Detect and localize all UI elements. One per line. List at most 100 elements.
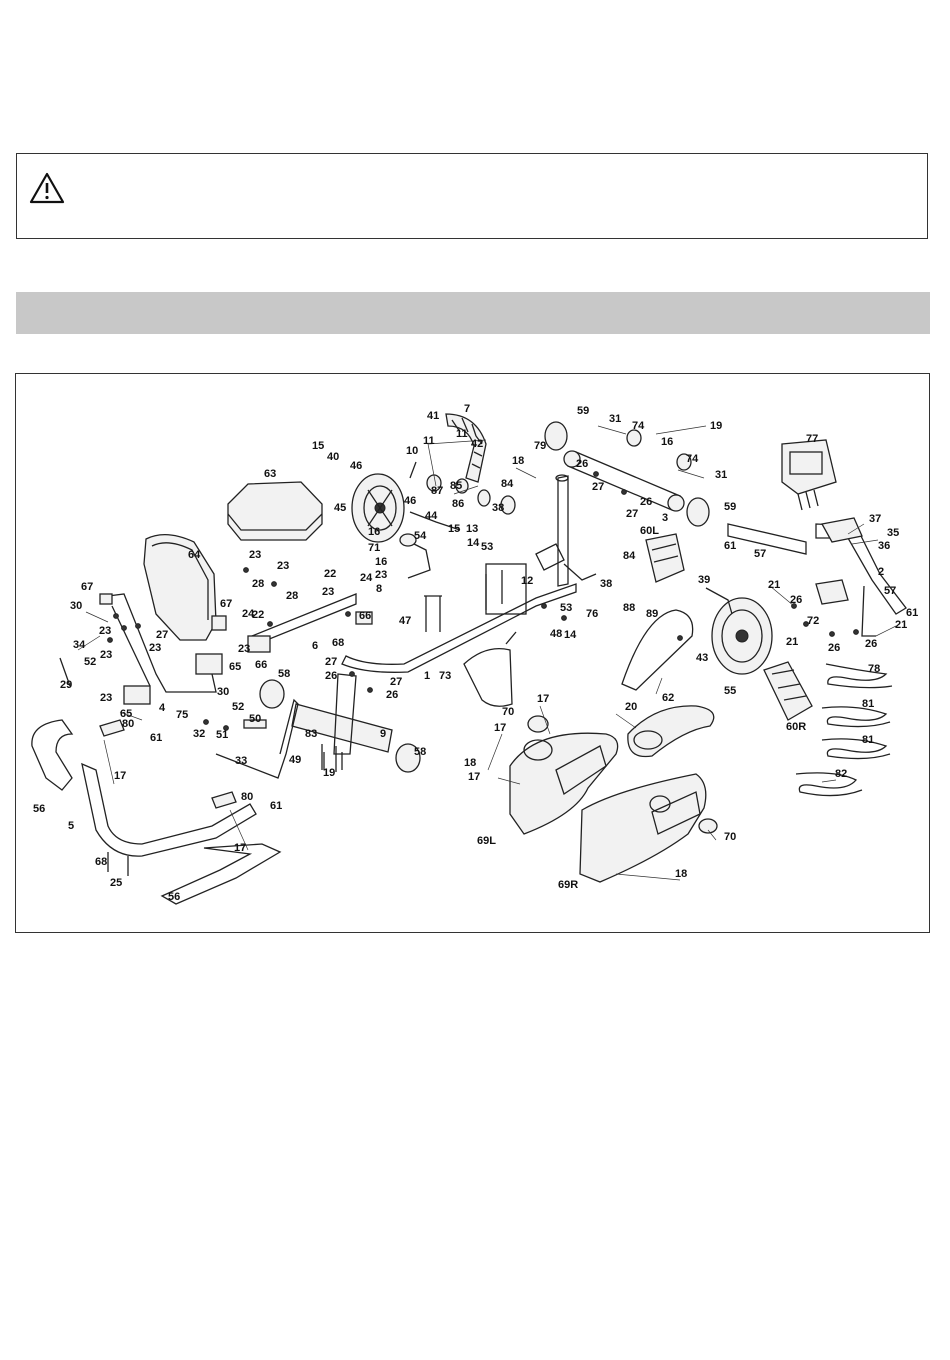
- part-callout-4: 4: [159, 702, 166, 714]
- part-callout-86: 86: [452, 498, 464, 510]
- part-callout-58: 58: [278, 668, 290, 680]
- part-callout-88: 88: [623, 602, 635, 614]
- washer-70: [698, 818, 718, 834]
- part-callout-34: 34: [73, 639, 86, 651]
- part-callout-57: 57: [884, 585, 896, 597]
- front-handlebar: [727, 517, 907, 637]
- part-callout-35: 35: [887, 527, 899, 539]
- part-callout-16: 16: [661, 436, 673, 448]
- part-callout-29: 29: [60, 679, 72, 691]
- part-callout-55: 55: [724, 685, 736, 697]
- part-callout-28: 28: [286, 590, 298, 602]
- part-callout-51: 51: [216, 729, 228, 741]
- part-callout-26: 26: [790, 594, 802, 606]
- seat-adjust-lever: [215, 698, 299, 779]
- part-callout-13: 13: [466, 523, 478, 535]
- part-callout-23: 23: [99, 625, 111, 637]
- drive-belt: [621, 609, 694, 691]
- part-callout-71: 71: [368, 542, 380, 554]
- part-callout-61: 61: [270, 800, 282, 812]
- part-callout-10: 10: [406, 445, 418, 457]
- part-callout-14: 14: [564, 629, 577, 641]
- rear-seat-frame: [99, 593, 227, 705]
- part-callout-23: 23: [375, 569, 387, 581]
- part-callout-23: 23: [238, 643, 250, 655]
- part-callout-52: 52: [84, 656, 96, 668]
- part-callout-49: 49: [289, 754, 301, 766]
- part-callout-6: 6: [312, 640, 318, 652]
- part-callout-26: 26: [325, 670, 337, 682]
- part-callout-74: 74: [686, 453, 699, 465]
- part-callout-18: 18: [675, 868, 687, 880]
- part-callout-20: 20: [625, 701, 637, 713]
- part-callout-56: 56: [168, 891, 180, 903]
- part-callout-32: 32: [193, 728, 205, 740]
- part-callout-30: 30: [70, 600, 82, 612]
- part-callout-26: 26: [828, 642, 840, 654]
- part-callout-24: 24: [360, 572, 373, 584]
- part-callout-60R: 60R: [786, 721, 806, 733]
- part-callout-38: 38: [492, 502, 504, 514]
- part-callout-26: 26: [576, 458, 588, 470]
- seat-cushion: [227, 481, 323, 541]
- part-callout-27: 27: [592, 481, 604, 493]
- main-frame: [341, 474, 597, 673]
- part-callout-47: 47: [399, 615, 411, 627]
- part-callout-18: 18: [512, 455, 524, 467]
- part-callout-81: 81: [862, 698, 874, 710]
- part-callout-89: 89: [646, 608, 658, 620]
- part-callout-43: 43: [696, 652, 708, 664]
- part-callout-8: 8: [376, 583, 382, 595]
- part-callout-75: 75: [176, 709, 188, 721]
- part-callout-24: 24: [242, 608, 255, 620]
- part-callout-57: 57: [754, 548, 766, 560]
- part-callout-5: 5: [68, 820, 74, 832]
- part-callout-15: 15: [448, 523, 460, 535]
- part-callout-68: 68: [95, 856, 107, 868]
- part-callout-84: 84: [501, 478, 514, 490]
- part-callout-37: 37: [869, 513, 881, 525]
- part-callout-27: 27: [626, 508, 638, 520]
- part-callout-23: 23: [322, 586, 334, 598]
- part-callout-74: 74: [632, 420, 645, 432]
- part-callout-53: 53: [560, 602, 572, 614]
- backrest: [143, 534, 217, 641]
- part-callout-21: 21: [895, 619, 907, 631]
- part-callout-67: 67: [220, 598, 232, 610]
- tension-cable: [463, 631, 517, 707]
- part-callout-14: 14: [467, 537, 480, 549]
- part-callout-85: 85: [450, 480, 462, 492]
- part-callout-87: 87: [431, 485, 443, 497]
- washer-70-left: [527, 715, 549, 733]
- part-callout-73: 73: [439, 670, 451, 682]
- part-callout-23: 23: [277, 560, 289, 572]
- part-callout-15: 15: [312, 440, 324, 452]
- part-callout-7: 7: [464, 403, 470, 415]
- part-callout-27: 27: [325, 656, 337, 668]
- part-callout-2: 2: [878, 566, 884, 578]
- part-callout-11: 11: [423, 435, 435, 447]
- part-callout-70: 70: [724, 831, 736, 843]
- leader-lines: [77, 425, 897, 881]
- part-callout-61: 61: [906, 607, 918, 619]
- seat-slider-tube: [247, 593, 373, 653]
- fastener-bolts: [59, 461, 859, 876]
- console: [781, 439, 837, 511]
- part-callout-80: 80: [241, 791, 253, 803]
- part-callout-82: 82: [835, 768, 847, 780]
- part-callout-31: 31: [715, 469, 727, 481]
- part-callout-64: 64: [188, 549, 201, 561]
- part-callout-53: 53: [481, 541, 493, 553]
- part-callout-42: 42: [471, 438, 483, 450]
- flywheel: [351, 473, 405, 543]
- part-callout-40: 40: [327, 451, 339, 463]
- part-callout-28: 28: [252, 578, 264, 590]
- part-callout-26: 26: [640, 496, 652, 508]
- side-cover-left: [509, 732, 619, 835]
- part-callout-45: 45: [334, 502, 346, 514]
- part-callout-69R: 69R: [558, 879, 578, 891]
- part-callout-22: 22: [252, 609, 264, 621]
- part-callout-61: 61: [724, 540, 736, 552]
- part-callout-59: 59: [577, 405, 589, 417]
